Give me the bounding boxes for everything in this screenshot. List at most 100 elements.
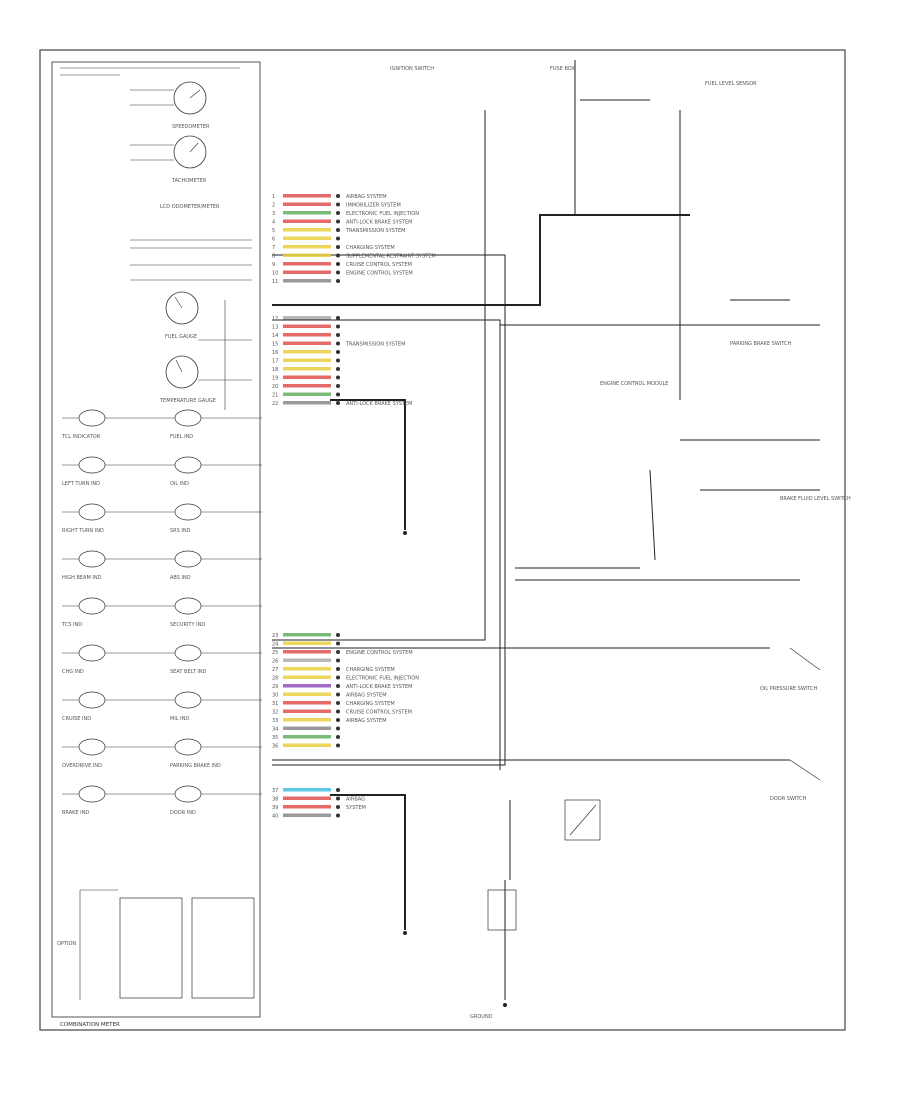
lamp-label: ABS IND: [170, 575, 191, 581]
wire-traces: [272, 60, 821, 1007]
pin-number: 38: [272, 797, 278, 803]
pin-system-label: AIRBAG SYSTEM: [346, 693, 387, 699]
pin-system-label: ELECTRONIC FUEL INJECTION: [346, 676, 419, 682]
connector-pin: 6: [272, 236, 340, 243]
lamp-indicator: SRS IND: [150, 503, 262, 534]
pin-number: 23: [272, 633, 278, 639]
odometer-label: LCD ODOMETER/METER: [160, 204, 220, 210]
lamp-indicator: TCS IND: [61, 597, 150, 628]
lamp-indicator: BRAKE IND: [62, 785, 150, 816]
lamp-indicator: SEAT BELT IND: [150, 644, 262, 675]
lamp-indicator: MIL IND: [150, 691, 262, 722]
lamp-label: OIL IND: [170, 481, 189, 487]
connector-pin: 40: [272, 813, 340, 820]
lamp-label: BRAKE IND: [62, 810, 89, 816]
connector-pin: 14: [272, 333, 340, 339]
right-lamp-column: FUEL IND OIL IND SRS IND ABS IND SECURITY IN…: [150, 409, 262, 816]
pin-number: 7: [272, 245, 275, 251]
gauge-tachometer: TACHOMETER: [130, 135, 207, 184]
connector-pin: 31 CHARGING SYSTEM: [272, 701, 395, 707]
connector-pin: 26: [272, 658, 340, 665]
pin-number: 6: [272, 237, 275, 243]
pin-number: 24: [272, 642, 278, 648]
option-block: OPTION: [57, 889, 255, 1000]
pin-system-label: CHARGING SYSTEM: [346, 245, 395, 251]
pin-system-label: ENGINE CONTROL SYSTEM: [346, 271, 413, 277]
lamp-label: FUEL IND: [170, 434, 193, 440]
pin-system-label: SYSTEM: [346, 805, 366, 811]
component-label: FUSE BOX: [550, 66, 575, 72]
lamp-label: HIGH BEAM IND: [62, 575, 102, 581]
lamp-indicator: FUEL IND: [150, 409, 262, 440]
component-label: PARKING BRAKE SWITCH: [730, 341, 792, 347]
pin-system-label: ENGINE CONTROL SYSTEM: [346, 650, 413, 656]
pin-number: 31: [272, 701, 278, 707]
pin-number: 36: [272, 744, 278, 750]
pin-number: 1: [272, 194, 275, 200]
lamp-label: SEAT BELT IND: [170, 669, 207, 675]
lamp-indicator: LEFT TURN IND: [62, 456, 150, 487]
pin-system-label: ANTI-LOCK BRAKE SYSTEM: [346, 220, 412, 226]
pin-system-label: TRANSMISSION SYSTEM: [345, 228, 405, 234]
lamp-indicator: OVERDRIVE IND: [62, 738, 150, 769]
pin-number: 12: [272, 316, 278, 322]
lamp-indicator: CRUISE IND: [62, 691, 150, 722]
gauge-temperature: TEMPERATURE GAUGE: [159, 355, 216, 404]
connector-pin: 17: [272, 358, 340, 365]
pin-number: 18: [272, 367, 278, 373]
component-label: OIL PRESSURE SWITCH: [760, 686, 818, 692]
connector-pin: 27 CHARGING SYSTEM: [272, 667, 395, 673]
connector-pin: 18: [272, 367, 340, 373]
pin-system-label: CHARGING SYSTEM: [346, 701, 395, 707]
gauge-speedometer: SPEEDOMETER: [130, 81, 210, 130]
lamp-indicator: SECURITY IND: [150, 597, 262, 628]
connector-pin: 16: [272, 350, 340, 356]
pin-system-label: CRUISE CONTROL SYSTEM: [346, 710, 412, 716]
lamp-label: PARKING BRAKE IND: [170, 763, 221, 769]
lamp-label: SRS IND: [170, 528, 191, 534]
connector-pin: 25 ENGINE CONTROL SYSTEM: [272, 650, 413, 656]
pin-number: 22: [272, 401, 278, 407]
connector-pin: 34: [272, 726, 340, 733]
pin-system-label: TRANSMISSION SYSTEM: [345, 342, 405, 348]
pin-system-label: AIRBAG SYSTEM: [346, 718, 387, 724]
lamp-label: TCS IND: [61, 622, 82, 628]
connector-pin: 7 CHARGING SYSTEM: [272, 245, 395, 251]
pin-system-label: SUPPLEMENTAL RESTRAINT SYSTEM: [346, 254, 436, 260]
pin-number: 26: [272, 659, 278, 665]
gauge-fuel: FUEL GAUGE: [165, 291, 199, 340]
connector-pin: 37: [272, 788, 340, 794]
pin-number: 9: [272, 262, 275, 268]
pin-number: 16: [272, 350, 278, 356]
pin-number: 34: [272, 727, 278, 733]
component-label: DOOR SWITCH: [770, 796, 807, 802]
pin-number: 17: [272, 359, 278, 365]
lamp-indicator: PARKING BRAKE IND: [150, 738, 262, 769]
pin-number: 3: [272, 211, 275, 217]
pin-system-label: CHARGING SYSTEM: [346, 667, 395, 673]
combination-meter: SPEEDOMETER TACHOMETER LCD ODOMETER/METE…: [51, 61, 262, 1028]
lamp-indicator: OIL IND: [150, 456, 262, 487]
lamp-indicator: RIGHT TURN IND: [62, 503, 150, 534]
pin-number: 25: [272, 650, 278, 656]
pin-number: 11: [272, 279, 278, 285]
pin-number: 27: [272, 667, 278, 673]
connector-pin: 35: [272, 735, 340, 741]
pin-number: 14: [272, 333, 278, 339]
